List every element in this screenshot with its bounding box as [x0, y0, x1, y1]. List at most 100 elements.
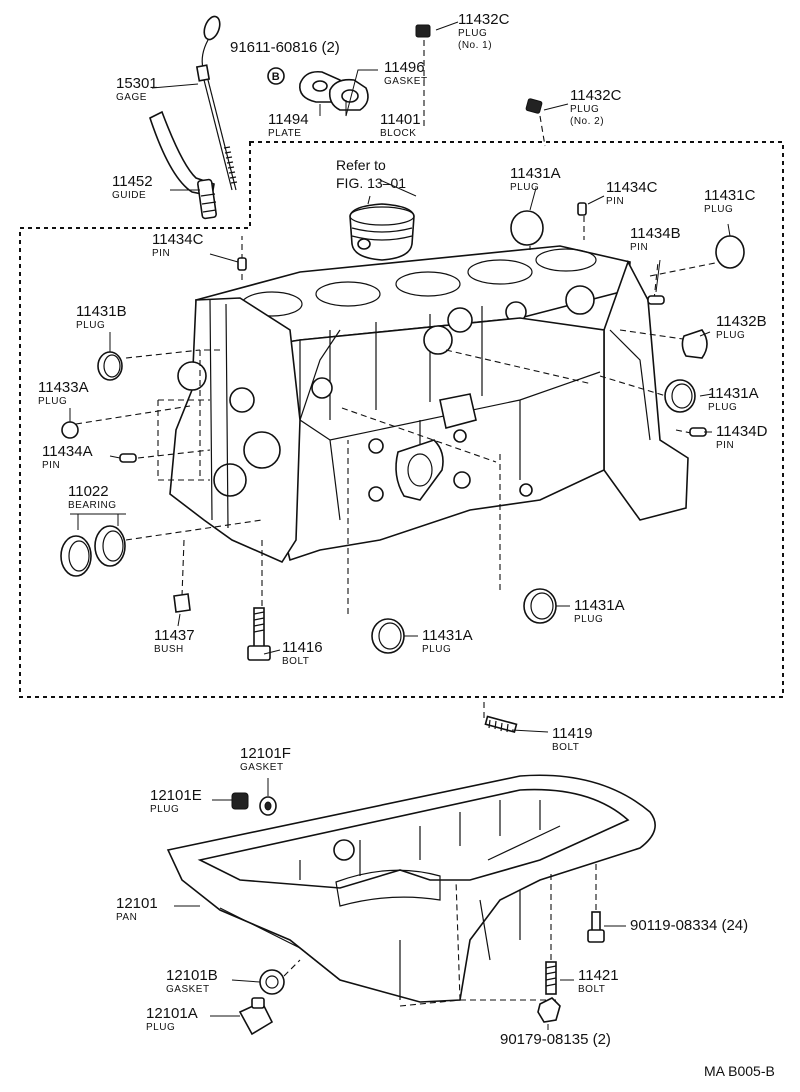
callout-12101b: 12101B GASKET — [166, 967, 218, 995]
stud-bolt-11419 — [484, 715, 518, 733]
bearing-11022 — [60, 525, 126, 577]
callout-11494: 11494 PLATE — [268, 111, 309, 139]
svg-text:12101F: 12101F — [240, 745, 291, 762]
svg-text:PLUG: PLUG — [570, 104, 599, 115]
svg-text:PLUG: PLUG — [422, 644, 451, 655]
svg-text:PIN: PIN — [716, 440, 734, 451]
svg-text:BOLT: BOLT — [282, 656, 309, 667]
pin-11434c-left — [237, 257, 247, 271]
svg-text:11434D: 11434D — [716, 423, 768, 440]
svg-text:12101B: 12101B — [166, 967, 218, 984]
plug-11431a-bottom — [371, 618, 405, 654]
callout-11431a-lower: 11431A PLUG — [574, 597, 625, 625]
refer-to-fig: Refer to FIG. 13–01 — [336, 157, 406, 191]
svg-text:PLUG: PLUG — [510, 182, 539, 193]
callout-11431a-top: 11431A PLUG — [510, 165, 561, 193]
svg-text:PIN: PIN — [152, 248, 170, 259]
callout-11434d: 11434D PIN — [716, 423, 768, 451]
callout-15301: 15301 GAGE — [116, 75, 158, 103]
callout-90179-08135: 90179-08135 (2) — [500, 1031, 611, 1048]
svg-text:11431A: 11431A — [422, 627, 473, 644]
svg-text:(No. 2): (No. 2) — [570, 116, 604, 127]
drain-plug-12101e — [231, 792, 249, 810]
callout-11419: 11419 BOLT — [552, 725, 593, 753]
svg-text:PIN: PIN — [630, 242, 648, 253]
callout-11432b: 11432B PLUG — [716, 313, 767, 341]
nut-90179 — [537, 997, 561, 1023]
plug-11431b — [97, 351, 123, 381]
svg-text:PLUG: PLUG — [38, 396, 67, 407]
callout-12101a: 12101A PLUG — [146, 1005, 198, 1033]
svg-text:11416: 11416 — [282, 639, 323, 656]
svg-text:11434B: 11434B — [630, 225, 681, 242]
svg-text:PLUG: PLUG — [458, 28, 487, 39]
svg-text:PLUG: PLUG — [574, 614, 603, 625]
callout-11401: 11401 BLOCK — [380, 111, 421, 139]
svg-text:11434A: 11434A — [42, 443, 93, 460]
svg-text:PAN: PAN — [116, 912, 137, 923]
plug-11431a-right — [664, 379, 696, 413]
svg-text:11431A: 11431A — [708, 385, 759, 402]
callout-11434c-right: 11434C PIN — [606, 179, 658, 207]
svg-text:11421: 11421 — [578, 967, 619, 984]
svg-text:BOLT: BOLT — [552, 742, 579, 753]
svg-text:FIG. 13–01: FIG. 13–01 — [336, 175, 406, 191]
diagram-code: MA B005-B — [704, 1063, 775, 1079]
svg-text:11431B: 11431B — [76, 303, 127, 320]
svg-text:BLOCK: BLOCK — [380, 128, 416, 139]
callout-91611-60816: 91611-60816 (2) — [230, 39, 340, 56]
svg-text:BOLT: BOLT — [578, 984, 605, 995]
svg-text:11431A: 11431A — [510, 165, 561, 182]
svg-text:PLUG: PLUG — [150, 804, 179, 815]
plug-no2 — [525, 98, 546, 147]
callout-11431a-right: 11431A PLUG — [708, 385, 759, 413]
callout-11432c-no2: 11432C PLUG (No. 2) — [570, 87, 622, 127]
callout-11437: 11437 BUSH — [154, 627, 195, 655]
drain-plug-12101a — [238, 997, 274, 1036]
svg-text:PLUG: PLUG — [708, 402, 737, 413]
callout-90119-08334: 90119-08334 (24) — [630, 917, 748, 934]
oil-pan — [166, 774, 656, 1007]
svg-text:PLUG: PLUG — [704, 204, 733, 215]
svg-text:11432C: 11432C — [570, 87, 622, 104]
svg-text:11432C: 11432C — [458, 11, 510, 28]
callout-11433a: 11433A PLUG — [38, 379, 89, 407]
callout-11434a: 11434A PIN — [42, 443, 93, 471]
svg-text:11434C: 11434C — [152, 231, 204, 248]
svg-text:Refer to: Refer to — [336, 157, 386, 173]
svg-text:GASKET: GASKET — [166, 984, 210, 995]
svg-text:GAGE: GAGE — [116, 92, 147, 103]
svg-text:11434C: 11434C — [606, 179, 658, 196]
oil-gage-guide — [149, 110, 217, 220]
plug-11433a — [61, 421, 79, 439]
callout-11431b: 11431B PLUG — [76, 303, 127, 331]
svg-text:11431C: 11431C — [704, 187, 756, 204]
callout-11432c-no1: 11432C PLUG (No. 1) — [458, 11, 510, 51]
callout-11022: 11022 BEARING — [68, 483, 116, 511]
callout-11452: 11452 GUIDE — [112, 173, 153, 201]
callout-11496: 11496 GASKET — [384, 59, 428, 87]
callout-11421: 11421 BOLT — [578, 967, 619, 995]
svg-text:11419: 11419 — [552, 725, 593, 742]
svg-text:91611-60816 (2): 91611-60816 (2) — [230, 39, 340, 56]
cylinder-block — [169, 245, 689, 564]
callout-11431c: 11431C PLUG — [704, 187, 756, 215]
svg-text:GASKET: GASKET — [240, 762, 284, 773]
svg-text:11431A: 11431A — [574, 597, 625, 614]
svg-text:90119-08334 (24): 90119-08334 (24) — [630, 917, 748, 934]
pin-11434b — [647, 295, 665, 305]
callout-11416: 11416 BOLT — [282, 639, 323, 667]
screw-b-symbol: B — [267, 67, 285, 85]
svg-text:11022: 11022 — [68, 483, 109, 500]
svg-text:GUIDE: GUIDE — [112, 190, 146, 201]
plug-no1 — [415, 24, 431, 130]
bush-11437 — [173, 593, 191, 613]
svg-text:B: B — [272, 71, 280, 83]
callout-12101e: 12101E PLUG — [150, 787, 202, 815]
callout-11434c-left: 11434C PIN — [152, 231, 204, 259]
svg-text:11437: 11437 — [154, 627, 195, 644]
plug-11432b — [681, 329, 708, 359]
svg-text:11494: 11494 — [268, 111, 309, 128]
bolt-11416 — [247, 607, 271, 661]
svg-text:GASKET: GASKET — [384, 76, 428, 87]
